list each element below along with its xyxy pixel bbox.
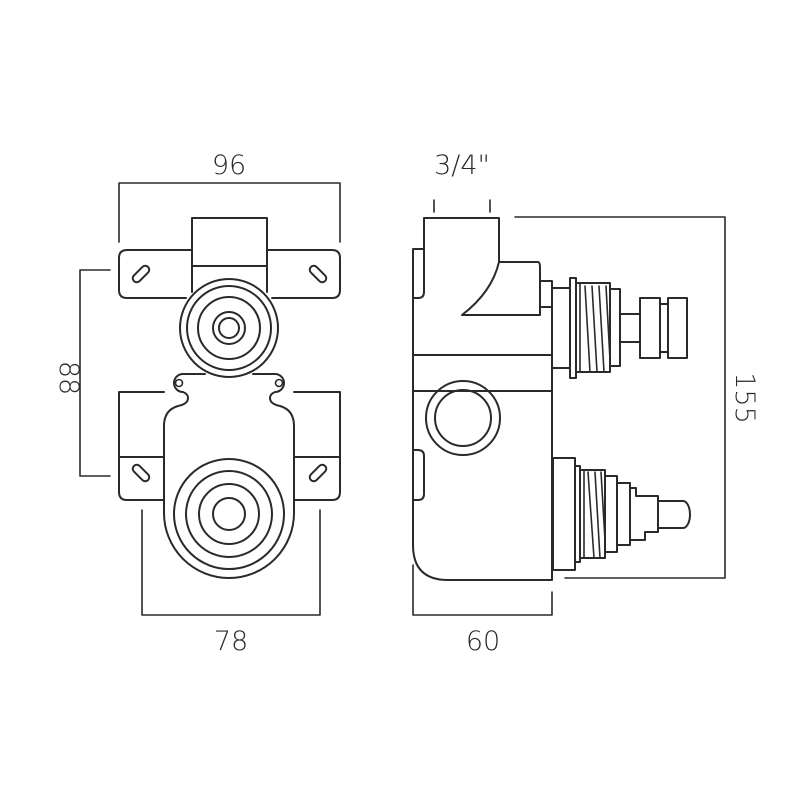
dimension-155: 155 <box>514 216 760 579</box>
dimension-88: 88 <box>53 269 111 477</box>
mount-hole <box>174 378 184 388</box>
top-bracket <box>118 217 341 299</box>
fixing-slot-icon <box>131 463 151 483</box>
dimension-60: 60 <box>412 564 553 657</box>
top-outlet-circles <box>179 278 279 378</box>
side-inlet-circle <box>425 380 501 456</box>
dimension-label-78: 78 <box>214 626 248 657</box>
fixing-slot-icon <box>131 264 151 284</box>
dimension-label-inlet: 3/4" <box>434 150 490 181</box>
lower-cartridge <box>552 457 691 571</box>
dimension-label-155: 155 <box>729 372 760 424</box>
side-view: 3/4" 155 60 <box>412 150 760 657</box>
fixing-slot-icon <box>308 264 328 284</box>
dimension-inlet: 3/4" <box>433 150 491 213</box>
dimension-label-60: 60 <box>466 626 500 657</box>
upper-cartridge <box>551 277 688 379</box>
dimension-label-88: 88 <box>53 361 84 395</box>
control-knob <box>639 297 661 359</box>
front-view: 96 88 78 <box>53 150 341 657</box>
fixing-slot-icon <box>308 463 328 483</box>
dimension-96: 96 <box>118 150 341 243</box>
lower-brackets <box>118 391 341 501</box>
valve-body <box>412 217 553 581</box>
inlet-block <box>191 217 268 267</box>
mount-hole <box>274 378 284 388</box>
dimension-78: 78 <box>141 509 321 657</box>
bottom-outlet-circles <box>173 458 285 570</box>
dimension-label-96: 96 <box>212 150 246 181</box>
body-plate <box>163 373 295 579</box>
